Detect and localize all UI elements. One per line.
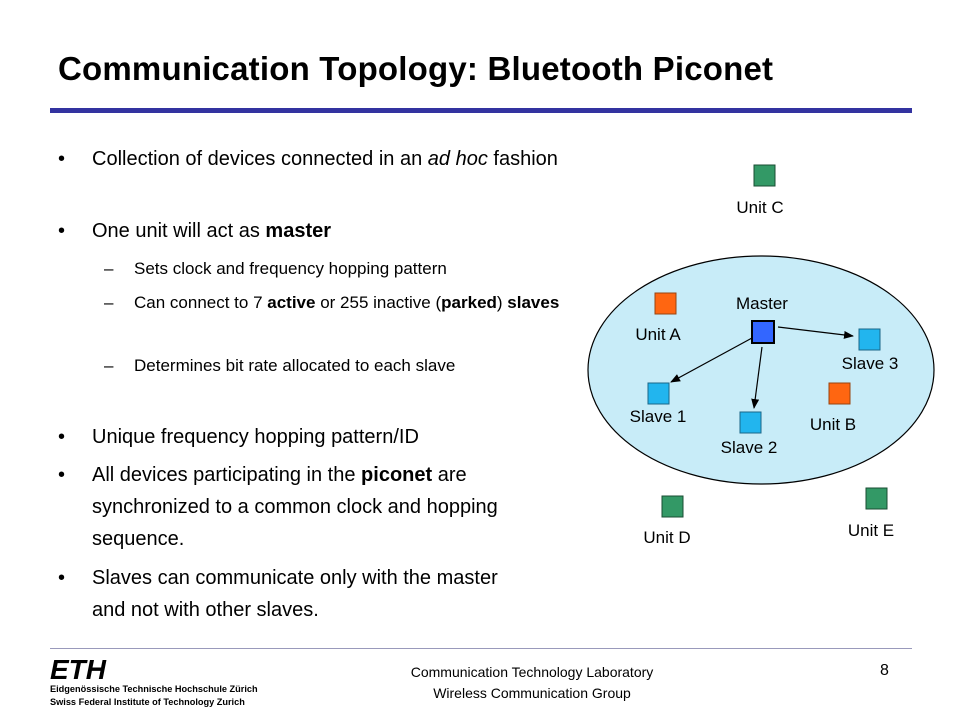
unit-d-node (661, 495, 684, 518)
unit-c-node (753, 164, 776, 187)
bullet-text: Slaves can communicate only with the mas… (92, 567, 498, 621)
sub-bullet-dash: – (104, 293, 114, 312)
sub-bullet-dash: – (104, 259, 114, 278)
title-divider (50, 108, 912, 113)
sub-bullet-text: Determines bit rate allocated to each sl… (134, 356, 456, 375)
bullet-item-adhoc: • Collection of devices connected in an … (58, 143, 582, 175)
sub-bullet-text: ) (496, 293, 508, 312)
link-master-slave2 (751, 346, 763, 409)
page-number: 8 (880, 662, 889, 679)
bullet-text: fashion (487, 148, 558, 170)
master-label: Master (736, 294, 788, 313)
bullet-emphasis: ad hoc (427, 148, 488, 170)
sub-bullet-clock: – Sets clock and frequency hopping patte… (104, 255, 574, 283)
link-master-slave3 (777, 326, 854, 339)
sub-bullet-bitrate: – Determines bit rate allocated to each … (104, 352, 574, 380)
slave-2-label: Slave 2 (721, 438, 778, 457)
sub-bullet-text: Can connect to 7 (134, 293, 268, 312)
footer-affiliation: Communication Technology Laboratory Wire… (340, 662, 724, 704)
link-master-slave1 (670, 337, 753, 383)
bullet-strong: master (265, 220, 332, 242)
footer-group: Wireless Communication Group (433, 685, 631, 701)
eth-logo-line1: Eidgenössische Technische Hochschule Zür… (50, 684, 258, 694)
unit-a-node (654, 292, 677, 315)
eth-logo-mark: ETH (50, 655, 107, 685)
slave-3-node (858, 328, 881, 351)
slave-2-node (739, 411, 762, 434)
bullet-item-hopping: • Unique frequency hopping pattern/ID (58, 421, 582, 453)
bullet-text: Collection of devices connected in an (92, 148, 428, 170)
footer-divider (50, 648, 912, 649)
bullet-dot: • (58, 567, 66, 589)
sub-bullet-dash: – (104, 356, 114, 375)
unit-b-node (828, 382, 851, 405)
bullet-text: are synchronized to a common clock and h… (92, 464, 498, 550)
bullet-item-slaves: • Slaves can communicate only with the m… (58, 562, 522, 626)
bullet-dot: • (58, 148, 66, 170)
master-node (751, 320, 775, 344)
bullet-item-piconet: • All devices participating in the picon… (58, 459, 562, 555)
sub-bullet-text: or 255 inactive ( (315, 293, 442, 312)
bullet-text: All devices participating in the (92, 464, 362, 486)
sub-bullet-strong: active (267, 293, 316, 312)
footer-lab: Communication Technology Laboratory (410, 664, 654, 680)
unit-a-label: Unit A (635, 325, 681, 344)
bullet-dot: • (58, 464, 66, 486)
slave-1-node (647, 382, 670, 405)
eth-logo: ETH Eidgenössische Technische Hochschule… (50, 655, 258, 707)
unit-e-node (865, 487, 888, 510)
bullet-dot: • (58, 426, 66, 448)
bullet-dot: • (58, 220, 66, 242)
slave-1-label: Slave 1 (630, 407, 687, 426)
unit-d-label: Unit D (643, 528, 690, 547)
sub-bullet-strong: parked (441, 293, 497, 312)
bullet-text: One unit will act as (92, 220, 266, 242)
unit-e-label: Unit E (848, 521, 894, 540)
slave-3-label: Slave 3 (842, 354, 899, 373)
bullet-strong: piconet (361, 464, 433, 486)
unit-c-label: Unit C (736, 198, 783, 217)
slide-title: Communication Topology: Bluetooth Picone… (58, 50, 774, 87)
unit-b-label: Unit B (810, 415, 856, 434)
eth-logo-line2: Swiss Federal Institute of Technology Zu… (50, 697, 245, 707)
bullet-item-master: • One unit will act as master (58, 215, 582, 247)
sub-bullet-connect: – Can connect to 7 active or 255 inactiv… (104, 289, 574, 317)
sub-bullet-strong: slaves (507, 293, 560, 312)
sub-bullet-text: Sets clock and frequency hopping pattern (134, 259, 447, 278)
bullet-text: Unique frequency hopping pattern/ID (92, 426, 419, 448)
